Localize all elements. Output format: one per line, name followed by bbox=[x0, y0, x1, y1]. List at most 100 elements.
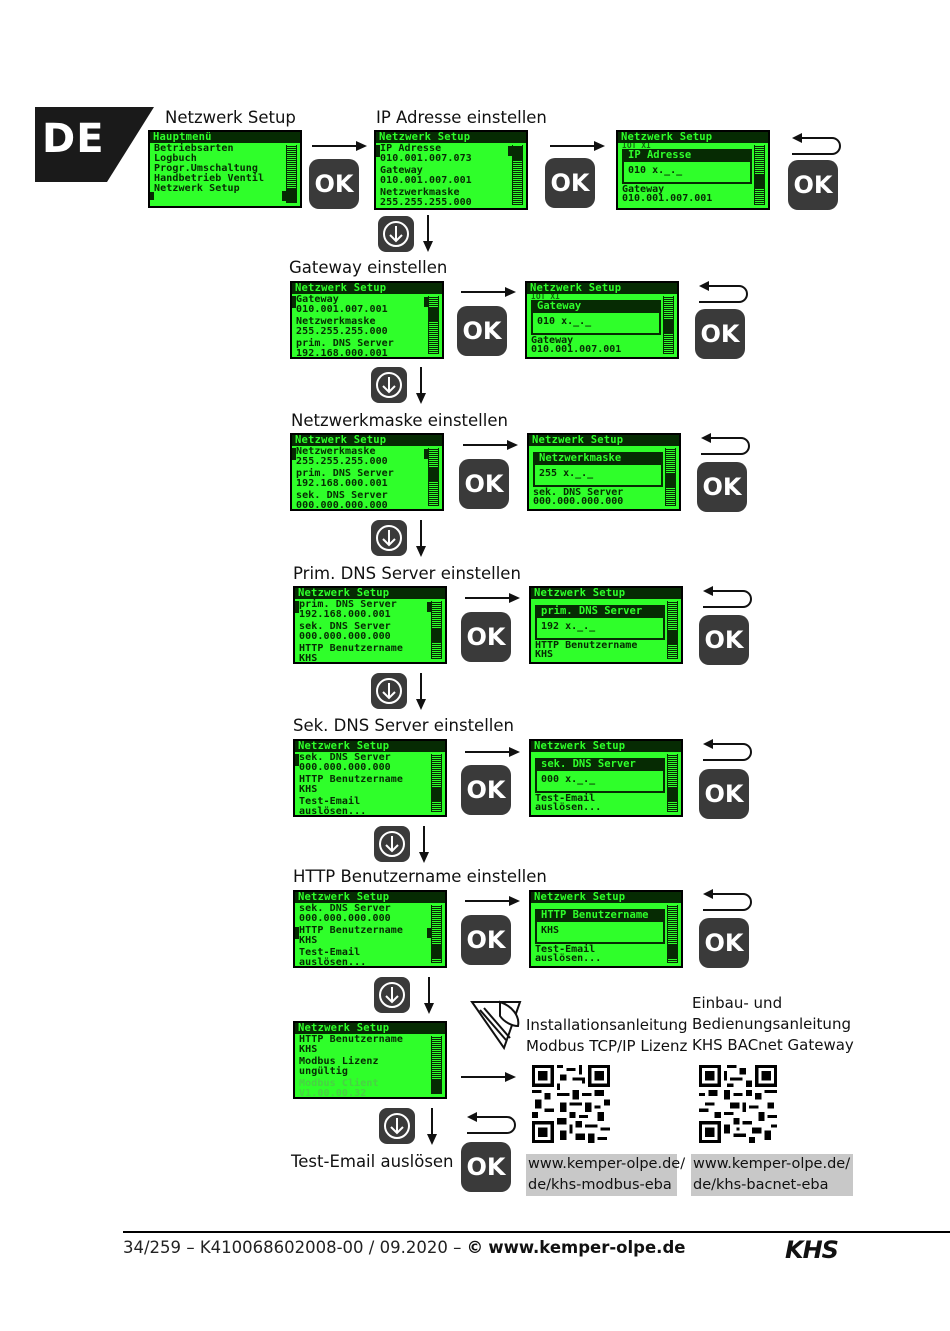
ok-button[interactable]: OK bbox=[459, 459, 509, 509]
ok-button[interactable]: OK bbox=[545, 158, 595, 208]
selection-marker bbox=[376, 145, 380, 157]
down-arrow bbox=[426, 1106, 438, 1146]
footer-divider bbox=[123, 1231, 950, 1233]
edit-box: IP Adresse 010 x._._ bbox=[622, 149, 752, 184]
footer: 34/259 – K410068602008-00 / 09.2020 – © … bbox=[123, 1238, 685, 1257]
menu-item-selected: Netzwerk Setup bbox=[154, 183, 240, 194]
selection-marker-right bbox=[282, 191, 286, 201]
language-tab-label: DE bbox=[42, 116, 105, 162]
scroll-thumb bbox=[431, 945, 442, 959]
lcd-header: Netzwerk Setup bbox=[618, 132, 768, 143]
lcd-line: Modbus Client bbox=[299, 1078, 379, 1089]
menu-item: Betriebsarten bbox=[154, 143, 234, 154]
ok-button[interactable]: OK bbox=[461, 765, 511, 815]
edit-title: Netzwerkmaske bbox=[535, 452, 661, 465]
lcd-body: Gateway 010.001.007.001 Netzwerkmaske 25… bbox=[292, 294, 442, 357]
lcd-header: Netzwerk Setup bbox=[531, 741, 681, 752]
down-button[interactable] bbox=[371, 367, 407, 403]
lcd-scrollbar bbox=[663, 296, 674, 354]
lcd-gateway-edit: Netzwerk Setup IOT XI Gateway 010 x._._ … bbox=[525, 281, 679, 359]
edit-value: 000 x._._ bbox=[541, 774, 596, 785]
down-button[interactable] bbox=[379, 1108, 415, 1144]
url-line: de/khs-modbus-eba bbox=[528, 1177, 672, 1193]
ok-button[interactable]: OK bbox=[457, 306, 507, 356]
lcd-scrollbar bbox=[512, 145, 523, 205]
lcd-line: auslösen... bbox=[299, 806, 367, 817]
lcd-line: Netzwerkmaske bbox=[296, 446, 376, 457]
lcd-ghost-line bbox=[531, 903, 681, 908]
modbus-url[interactable]: www.kemper-olpe.de/ de/khs-modbus-eba bbox=[526, 1154, 685, 1196]
bacnet-url[interactable]: www.kemper-olpe.de/ de/khs-bacnet-eba bbox=[691, 1154, 853, 1196]
lcd-header: Hauptmenü bbox=[150, 132, 300, 143]
right-arrow bbox=[463, 592, 521, 604]
lcd-line: KHS bbox=[299, 935, 318, 946]
lcd-line: Netzwerkmaske bbox=[296, 316, 376, 327]
back-arrow-icon bbox=[790, 132, 842, 156]
right-arrow bbox=[548, 140, 606, 152]
selection-marker-right bbox=[508, 146, 512, 156]
lcd-line: IP Adresse bbox=[380, 143, 442, 154]
ok-button[interactable]: OK bbox=[309, 159, 359, 209]
lcd-line: auslösen... bbox=[299, 957, 367, 968]
scroll-thumb bbox=[665, 474, 676, 488]
lcd-header: Netzwerk Setup bbox=[292, 283, 442, 294]
selection-marker bbox=[292, 448, 296, 460]
down-button[interactable] bbox=[371, 520, 407, 556]
footer-separator: – bbox=[453, 1238, 462, 1257]
url-line: de/khs-bacnet-eba bbox=[693, 1177, 829, 1193]
doc-title-line: Bedienungsanleitung bbox=[692, 1015, 851, 1033]
lcd-scrollbar bbox=[286, 145, 297, 203]
lcd-maske-edit: Netzwerk Setup Netzwerkmaske 255 x._._ s… bbox=[527, 433, 681, 511]
modbus-qr-code[interactable] bbox=[532, 1065, 610, 1143]
down-button[interactable] bbox=[371, 673, 407, 709]
lcd-gateway-list: Netzwerk Setup Gateway 010.001.007.001 N… bbox=[290, 281, 444, 359]
document-number: K410068602008-00 / 09.2020 bbox=[199, 1238, 448, 1257]
lcd-line: KHS bbox=[299, 1044, 318, 1055]
ok-button[interactable]: OK bbox=[699, 918, 749, 968]
ok-button[interactable]: OK bbox=[461, 612, 511, 662]
edit-title: sek. DNS Server bbox=[537, 758, 663, 771]
lcd-body: Betriebsarten Logbuch Progr.Umschaltung … bbox=[150, 143, 300, 201]
scroll-thumb bbox=[286, 189, 297, 203]
back-arrow-icon bbox=[465, 1111, 517, 1135]
lcd-line: Gateway bbox=[531, 335, 574, 346]
lcd-header: Netzwerk Setup bbox=[376, 132, 526, 143]
website-link[interactable]: www.kemper-olpe.de bbox=[488, 1238, 686, 1257]
lcd-line: KHS bbox=[299, 784, 318, 795]
ok-button[interactable]: OK bbox=[461, 1142, 511, 1192]
lcd-line: ungültig bbox=[299, 1066, 348, 1077]
ok-button[interactable]: OK bbox=[699, 769, 749, 819]
ok-button[interactable]: OK bbox=[788, 160, 838, 210]
ok-button[interactable]: OK bbox=[461, 915, 511, 965]
scroll-thumb bbox=[512, 147, 523, 161]
ok-button[interactable]: OK bbox=[697, 462, 747, 512]
down-button[interactable] bbox=[374, 977, 410, 1013]
lcd-http-edit: Netzwerk Setup HTTP Benutzername KHS Tes… bbox=[529, 890, 683, 968]
bacnet-qr-code[interactable] bbox=[699, 1065, 777, 1143]
lcd-scrollbar bbox=[428, 296, 439, 354]
lcd-body: Netzwerkmaske 255.255.255.000 prim. DNS … bbox=[292, 446, 442, 511]
lcd-ghost-line bbox=[531, 599, 681, 604]
ok-button[interactable]: OK bbox=[695, 309, 745, 359]
lcd-line: Test-Email bbox=[299, 947, 361, 958]
lcd-line: 000.000.000.000 bbox=[299, 913, 391, 924]
down-button[interactable] bbox=[374, 826, 410, 862]
lcd-body: HTTP Benutzername KHS Modbus Lizenz ungü… bbox=[295, 1034, 445, 1098]
ok-button[interactable]: OK bbox=[699, 615, 749, 665]
down-arrow bbox=[418, 824, 430, 864]
title-netzwerk-setup: Netzwerk Setup bbox=[165, 108, 296, 127]
lcd-line: HTTP Benutzername bbox=[299, 774, 404, 785]
selection-marker-right bbox=[427, 602, 431, 612]
lcd-ip-list: Netzwerk Setup IP Adresse 010.001.007.07… bbox=[374, 130, 528, 210]
lcd-line: 000.000.000.000 bbox=[296, 500, 388, 511]
lcd-line: KHS bbox=[535, 649, 554, 660]
lcd-scrollbar bbox=[667, 905, 678, 963]
lcd-ghost-line bbox=[529, 446, 679, 451]
selection-marker bbox=[295, 927, 299, 939]
lcd-maske-list: Netzwerk Setup Netzwerkmaske 255.255.255… bbox=[290, 433, 444, 511]
selection-marker-right bbox=[424, 449, 428, 459]
title-ip-adresse: IP Adresse einstellen bbox=[376, 108, 547, 127]
doc-title-line: KHS BACnet Gateway bbox=[692, 1036, 854, 1054]
down-button[interactable] bbox=[378, 216, 414, 252]
lcd-line: 192.168.000.001 bbox=[296, 478, 388, 489]
